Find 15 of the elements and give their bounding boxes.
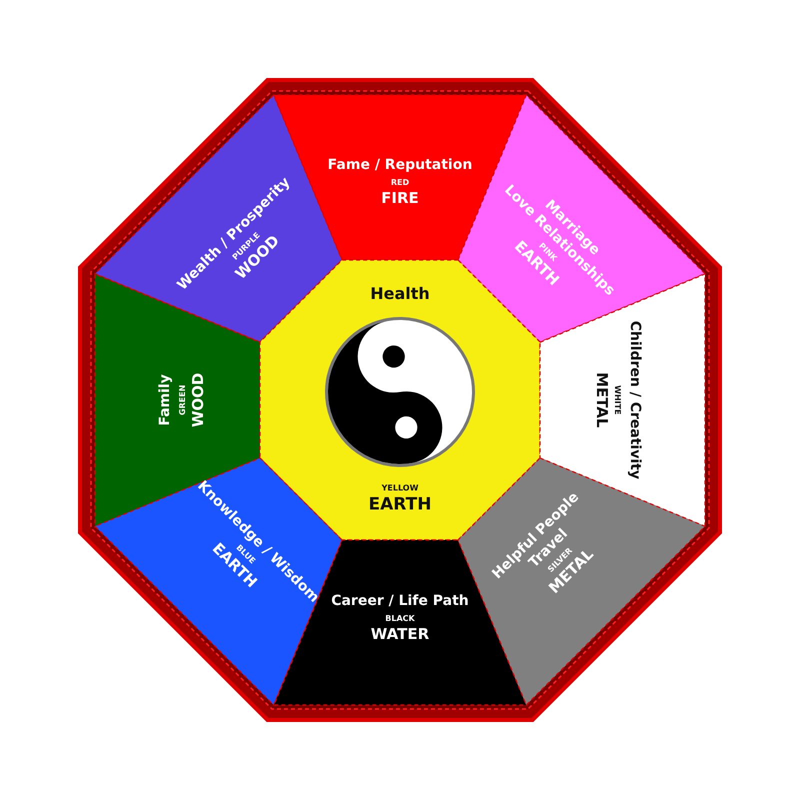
color-label: WHITE	[612, 385, 623, 415]
element-label: WATER	[370, 624, 430, 644]
color-label: BLACK	[385, 613, 415, 624]
color-label: YELLOW	[382, 483, 418, 494]
color-label: GREEN	[177, 384, 188, 416]
element-label: WOOD	[188, 372, 208, 428]
area-label: Career / Life Path	[331, 592, 469, 610]
element-label: EARTH	[368, 494, 432, 516]
area-label: Children / Creativity	[626, 320, 644, 480]
color-label: RED	[390, 177, 410, 188]
area-label: Fame / Reputation	[328, 156, 472, 174]
element-label: METAL	[592, 372, 612, 428]
area-label: Health	[370, 284, 430, 304]
element-label: FIRE	[381, 188, 419, 208]
area-label: Family	[156, 374, 174, 426]
